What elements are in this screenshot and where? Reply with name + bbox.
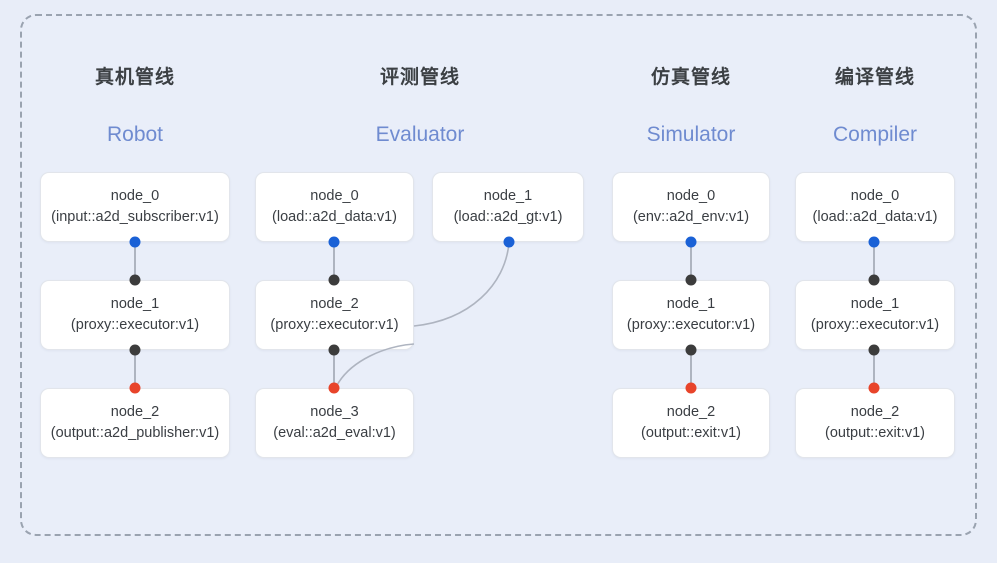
node-id: node_2 xyxy=(310,296,359,312)
node-type: (eval::a2d_eval:v1) xyxy=(273,425,396,441)
port-output-evaluator-0[interactable] xyxy=(328,236,340,248)
node-simulator-1[interactable]: node_1 (proxy::executor:v1) xyxy=(612,280,770,350)
node-id: node_1 xyxy=(666,296,716,312)
node-id: node_0 xyxy=(850,188,900,204)
node-id: node_0 xyxy=(310,188,359,204)
node-type: (load::a2d_gt:v1) xyxy=(453,209,563,225)
node-compiler-2[interactable]: node_2 (output::exit:v1) xyxy=(795,388,955,458)
node-compiler-0[interactable]: node_0 (load::a2d_data:v1) xyxy=(795,172,955,242)
node-robot-1[interactable]: node_1 (proxy::executor:v1) xyxy=(40,280,230,350)
port-input-simulator-2[interactable] xyxy=(685,382,697,394)
port-output-simulator-1[interactable] xyxy=(685,344,697,356)
link-compiler-1-2 xyxy=(873,350,875,389)
node-evaluator-3[interactable]: node_3 (eval::a2d_eval:v1) xyxy=(255,388,414,458)
node-id: node_2 xyxy=(110,404,160,420)
node-simulator-0[interactable]: node_0 (env::a2d_env:v1) xyxy=(612,172,770,242)
port-output-compiler-1[interactable] xyxy=(868,344,880,356)
port-input-simulator-1[interactable] xyxy=(685,274,697,286)
port-output-robot-0[interactable] xyxy=(129,236,141,248)
node-type: (load::a2d_data:v1) xyxy=(812,209,938,225)
node-simulator-2[interactable]: node_2 (output::exit:v1) xyxy=(612,388,770,458)
node-type: (output::exit:v1) xyxy=(641,425,741,441)
node-robot-0[interactable]: node_0 (input::a2d_subscriber:v1) xyxy=(40,172,230,242)
node-evaluator-0[interactable]: node_0 (load::a2d_data:v1) xyxy=(255,172,414,242)
node-compiler-1[interactable]: node_1 (proxy::executor:v1) xyxy=(795,280,955,350)
link-compiler-0-1 xyxy=(873,242,875,281)
link-robot-1-2 xyxy=(134,350,136,389)
node-type: (input::a2d_subscriber:v1) xyxy=(51,209,219,225)
node-id: node_2 xyxy=(666,404,716,420)
port-output-evaluator-2[interactable] xyxy=(328,344,340,356)
port-output-compiler-0[interactable] xyxy=(868,236,880,248)
node-type: (env::a2d_env:v1) xyxy=(632,209,750,225)
port-input-evaluator-3[interactable] xyxy=(328,382,340,394)
node-type: (proxy::executor:v1) xyxy=(810,317,940,333)
port-input-evaluator-2[interactable] xyxy=(328,274,340,286)
node-type: (output::exit:v1) xyxy=(825,425,925,441)
node-type: (load::a2d_data:v1) xyxy=(272,209,397,225)
link-robot-0-1 xyxy=(134,242,136,281)
node-evaluator-2[interactable]: node_2 (proxy::executor:v1) xyxy=(255,280,414,350)
port-output-simulator-0[interactable] xyxy=(685,236,697,248)
node-type: (proxy::executor:v1) xyxy=(626,317,756,333)
node-type: (proxy::executor:v1) xyxy=(270,317,399,333)
port-output-evaluator-1[interactable] xyxy=(503,236,515,248)
node-id: node_0 xyxy=(110,188,160,204)
port-input-compiler-1[interactable] xyxy=(868,274,880,286)
node-id: node_1 xyxy=(110,296,160,312)
node-robot-2[interactable]: node_2 (output::a2d_publisher:v1) xyxy=(40,388,230,458)
link-eval-0-2 xyxy=(333,242,335,281)
port-input-robot-1[interactable] xyxy=(129,274,141,286)
link-sim-0-1 xyxy=(690,242,692,281)
port-input-robot-2[interactable] xyxy=(129,382,141,394)
node-id: node_0 xyxy=(666,188,716,204)
node-id: node_2 xyxy=(850,404,900,420)
node-evaluator-1[interactable]: node_1 (load::a2d_gt:v1) xyxy=(432,172,584,242)
port-input-compiler-2[interactable] xyxy=(868,382,880,394)
link-sim-1-2 xyxy=(690,350,692,389)
node-type: (output::a2d_publisher:v1) xyxy=(50,425,220,441)
node-id: node_1 xyxy=(483,188,533,204)
node-id: node_1 xyxy=(850,296,900,312)
link-eval-2-3 xyxy=(333,350,335,389)
port-output-robot-1[interactable] xyxy=(129,344,141,356)
node-type: (proxy::executor:v1) xyxy=(70,317,200,333)
node-id: node_3 xyxy=(310,404,359,420)
